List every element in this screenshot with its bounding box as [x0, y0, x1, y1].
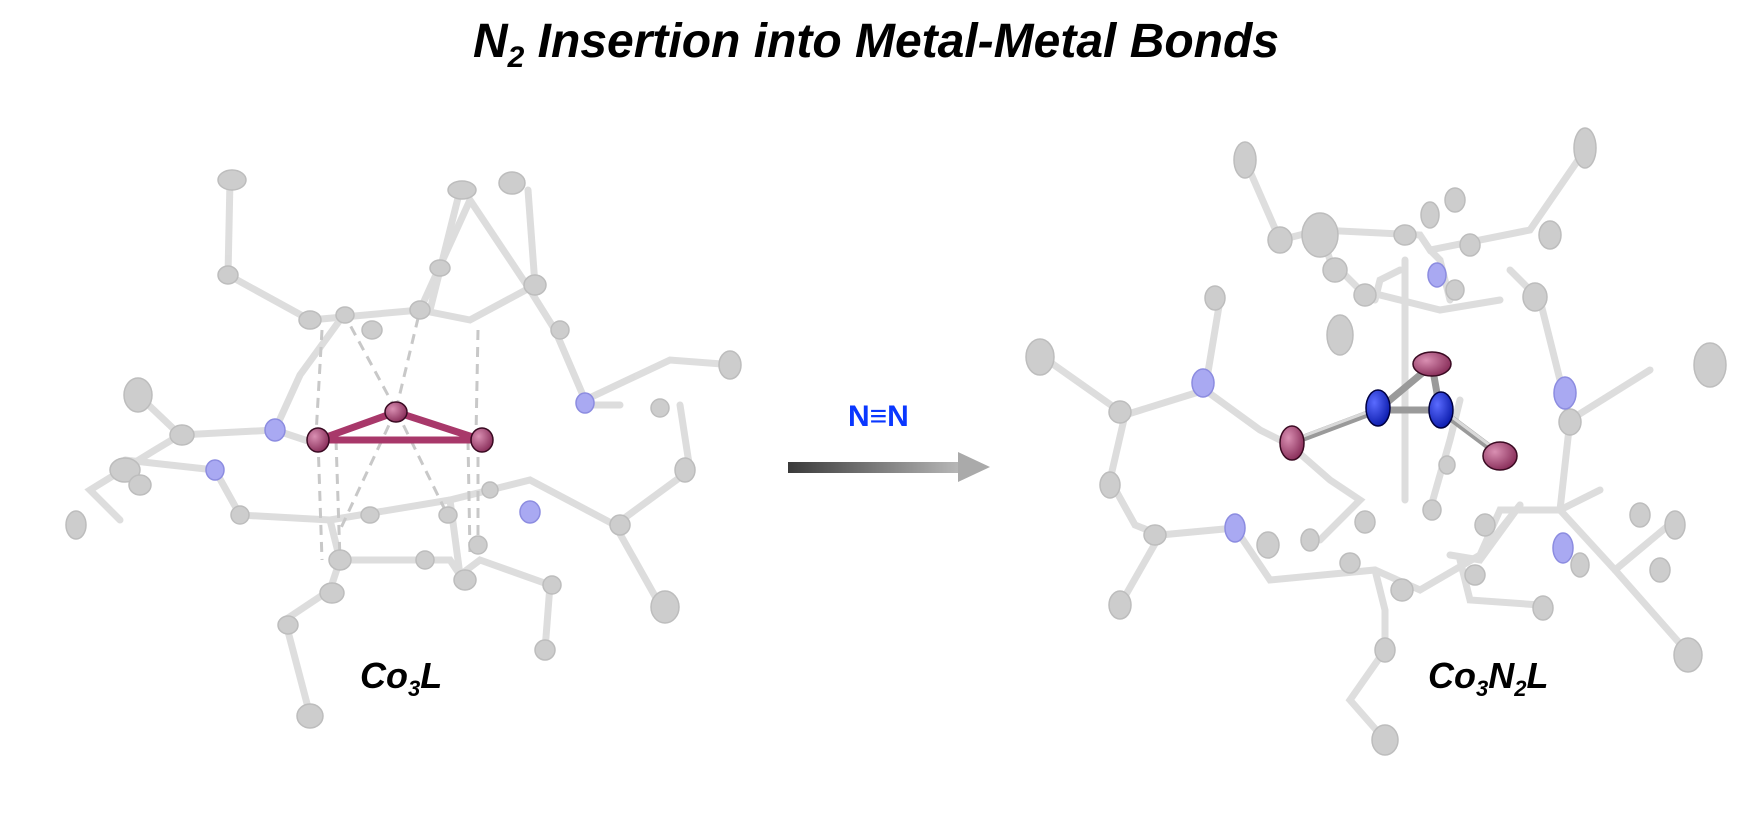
faded-nitrogen-atoms [205, 392, 595, 524]
co-n-bonds [1289, 361, 1504, 459]
figure-title: N2 Insertion into Metal-Metal Bonds [472, 15, 1280, 74]
nitrogen-atoms-highlight [1365, 389, 1454, 429]
reagent-label: N≡N [848, 400, 909, 433]
cobalt-atom [1279, 425, 1305, 461]
left-compound-label: Co3L [360, 655, 443, 701]
faded-atoms [65, 169, 742, 729]
co3-triangle [314, 408, 486, 444]
reaction-arrow [788, 452, 990, 482]
cobalt-atom [1482, 441, 1518, 471]
faded-atoms-right [1025, 127, 1727, 756]
faded-ligand-bonds [84, 176, 739, 719]
cobalt-atoms-right [1279, 351, 1518, 471]
faded-nitrogen-atoms-right [1191, 262, 1577, 564]
molecule-co3n2l [1025, 127, 1727, 756]
cobalt-atom [1412, 351, 1452, 377]
cobalt-atom [306, 427, 330, 453]
molecule-co3l [65, 169, 742, 729]
faded-ligand-bonds-right [1036, 146, 1694, 744]
cobalt-atom [384, 401, 408, 423]
right-compound-label: Co3N2L [1428, 655, 1549, 701]
cobalt-atom [470, 427, 494, 453]
cobalt-atoms [306, 401, 494, 453]
nitrogen-atom [1428, 391, 1454, 429]
nitrogen-atom [1365, 389, 1391, 427]
faded-dashed-contacts [314, 309, 480, 561]
